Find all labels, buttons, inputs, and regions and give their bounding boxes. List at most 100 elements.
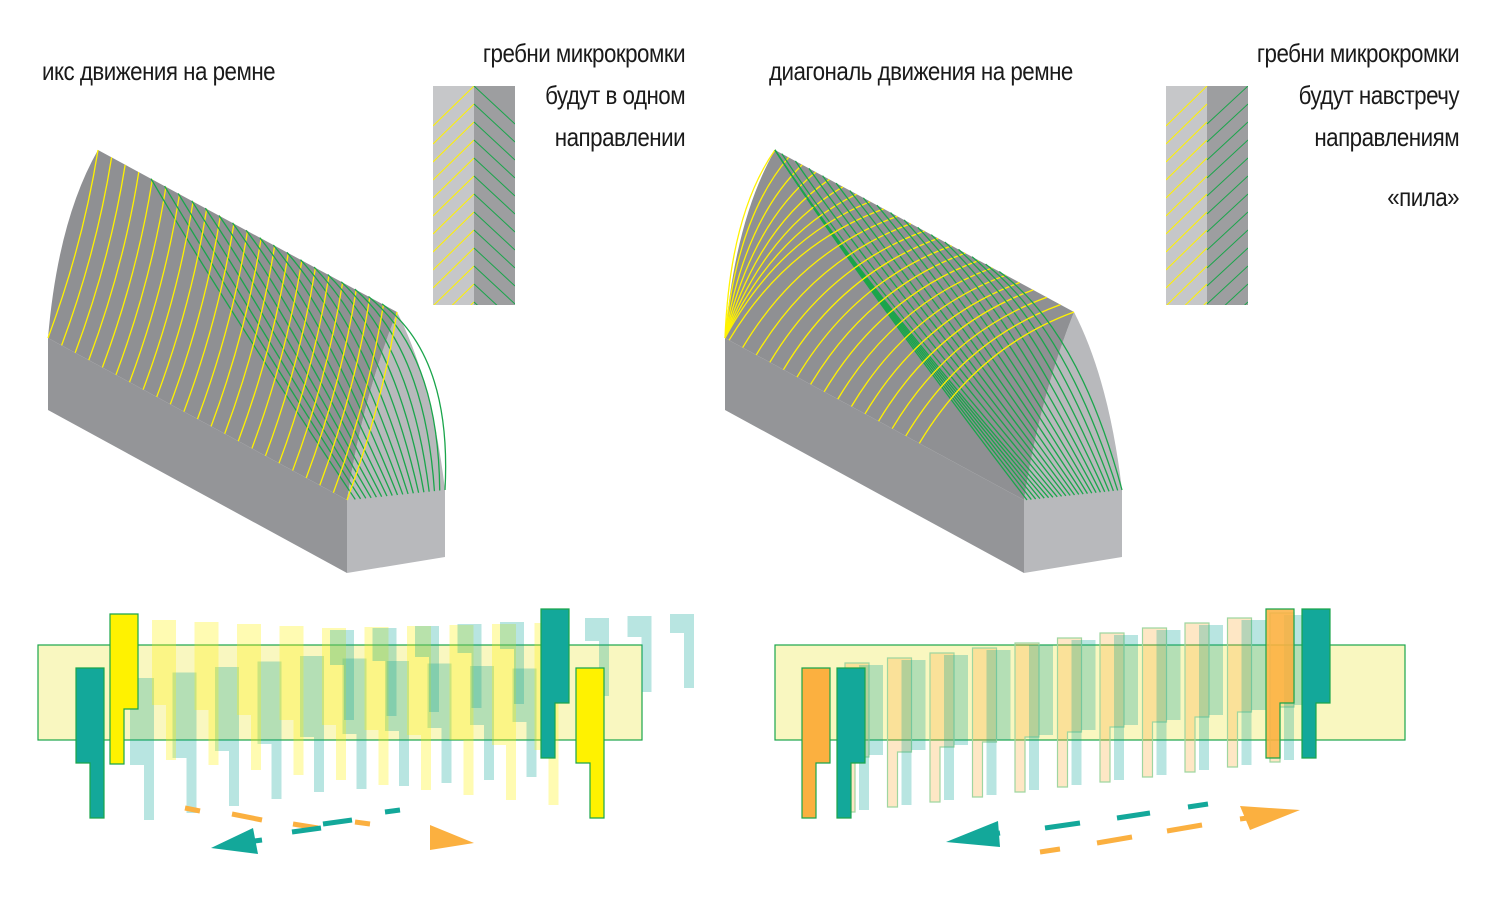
faint-teal-tooth (1241, 620, 1266, 765)
green-scratch-line (944, 241, 1106, 493)
leading-teal-tooth (836, 667, 866, 819)
green-scratch-line (381, 303, 447, 491)
faint-teal-tooth-top (415, 626, 439, 712)
motion-dash (231, 811, 263, 823)
trailing-yellow-tooth (575, 667, 605, 819)
green-scratch-line (300, 259, 414, 494)
yellow-scratch-line (728, 208, 884, 341)
faint-yellow-tooth (279, 626, 304, 775)
yellow-ridge-line (1184, 283, 1208, 305)
left-belt-diagram (37, 608, 694, 854)
yellow-scratch-line (918, 311, 1075, 444)
side-face (725, 338, 1024, 573)
yellow-scratch-line (891, 296, 1048, 429)
green-ridge-line (473, 157, 515, 197)
green-ridge-line (474, 320, 515, 358)
green-ridge-line (473, 229, 515, 269)
faint-yellow-tooth (194, 622, 219, 765)
faint-teal-tooth (1071, 640, 1096, 785)
right-note-line: направлениям (1314, 122, 1459, 152)
faint-teal-tooth (130, 678, 154, 820)
yellow-scratch-line (292, 282, 344, 471)
yellow-ridge-line (1166, 247, 1208, 289)
green-ridge-line (1206, 211, 1248, 251)
green-ridge-line (473, 301, 478, 305)
green-scratch-line (272, 244, 404, 495)
faint-yellow-tooth (492, 624, 516, 800)
left-arrow-teal (946, 821, 1000, 847)
end-face (347, 312, 445, 573)
faint-teal-tooth (470, 666, 494, 780)
leading-teal-tooth (75, 667, 105, 819)
green-ridge-line (1206, 175, 1248, 215)
green-scratch-line (862, 197, 1080, 495)
right-edge-inset (1166, 86, 1248, 358)
belt-band (774, 644, 1406, 741)
right-blade-prism (724, 149, 1123, 573)
yellow-scratch-line (264, 267, 317, 457)
trailing-orange-tooth (1265, 608, 1295, 759)
yellow-scratch-line (101, 179, 154, 368)
yellow-ridge-line (433, 175, 475, 217)
green-ridge-line (1206, 247, 1248, 287)
yellow-ridge-line (1166, 86, 1208, 127)
yellow-scratch-line (864, 281, 1020, 415)
green-ridge-line (473, 139, 515, 179)
yellow-ridge-line (1166, 157, 1208, 199)
motion-dash (291, 825, 322, 835)
yellow-scratch-line (332, 304, 385, 493)
green-ridge-line (473, 86, 515, 125)
right-arrow-orange (430, 825, 474, 850)
yellow-ridge-line (433, 103, 475, 145)
green-scratch-line (849, 190, 1076, 496)
green-scratch-line (958, 248, 1110, 492)
motion-dash (184, 805, 201, 814)
yellow-scratch-line (782, 237, 939, 370)
green-scratch-line (204, 207, 377, 498)
green-scratch-line (286, 251, 409, 495)
motion-dash (1187, 801, 1209, 810)
green-ridge-line (1244, 301, 1248, 305)
yellow-ridge-line (433, 229, 475, 271)
faint-teal-tooth (257, 661, 282, 799)
yellow-scratch-line (183, 223, 235, 412)
faint-yellow-tooth (407, 626, 431, 790)
yellow-scratch-line (724, 164, 803, 339)
motion-dash (1116, 810, 1151, 821)
yellow-scratch-line (210, 238, 262, 427)
yellow-ridge-line (1166, 175, 1208, 217)
green-scratch-line (903, 219, 1093, 494)
faint-teal-tooth (342, 658, 367, 789)
motion-dash (1096, 834, 1133, 846)
yellow-scratch-line (724, 149, 776, 339)
yellow-scratch-line (237, 252, 289, 442)
green-ridge-line (473, 175, 515, 215)
yellow-ridge-line (433, 157, 475, 199)
green-ridge-line (1207, 320, 1248, 358)
yellow-ridge-line (451, 283, 475, 305)
green-ridge-line (1206, 193, 1248, 233)
trailing-teal-tooth (540, 608, 570, 759)
faint-teal-tooth (300, 656, 324, 792)
yellow-scratch-line (115, 186, 167, 376)
faint-teal-tooth (1114, 635, 1138, 780)
yellow-scratch-line (346, 311, 398, 501)
leading-orange-tooth (801, 667, 831, 819)
yellow-scratch-line (128, 194, 181, 383)
green-ridge-line (1206, 139, 1248, 179)
yellow-scratch-line (224, 245, 276, 434)
yellow-scratch-line (88, 171, 140, 361)
faint-teal-tooth (215, 667, 239, 806)
faint-orange-tooth (1184, 622, 1210, 773)
green-scratch-line (245, 229, 393, 496)
faint-teal-tooth (1029, 645, 1053, 790)
green-scratch-line (917, 226, 1097, 494)
yellow-ridge-line (433, 265, 475, 305)
yellow-scratch-line (319, 297, 371, 486)
yellow-ridge-line (470, 301, 475, 305)
left-title: икс движения на ремне (42, 56, 276, 86)
yellow-scratch-line (156, 208, 208, 398)
yellow-ridge-line (433, 211, 475, 253)
green-ridge-line (1206, 265, 1248, 305)
